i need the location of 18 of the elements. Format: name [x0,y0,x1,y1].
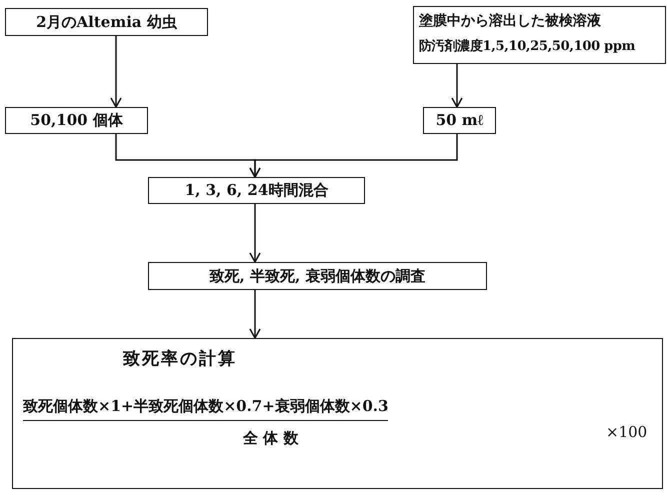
formula-numerator: 致死個体数×1+半致死個体数×0.7+衰弱個体数×0.3 [23,397,388,421]
heading-text: 致死率の計算 [123,348,237,370]
arrow [249,134,458,178]
process-box [12,338,663,489]
label-text: 塗膜中から溶出した被検溶液 [419,12,601,30]
process-box: 1, 3, 6, 24時間混合 [148,177,365,204]
process-box [413,6,666,64]
arrow [110,36,122,108]
arrow [249,204,261,263]
process-box: 2月のAltemia 幼虫 [5,8,208,36]
process-box: 50,100 個体 [5,107,148,134]
process-box: 50 mℓ [423,107,496,134]
multiplier-text: ×100 [606,423,648,441]
process-box: 致死, 半致死, 衰弱個体数の調査 [148,262,487,290]
label-text: 防汚剤濃度1,5,10,25,50,100 ppm [419,38,636,55]
formula-denominator: 全 体 数 [243,429,298,448]
arrow [249,290,261,339]
arrow [451,64,463,108]
